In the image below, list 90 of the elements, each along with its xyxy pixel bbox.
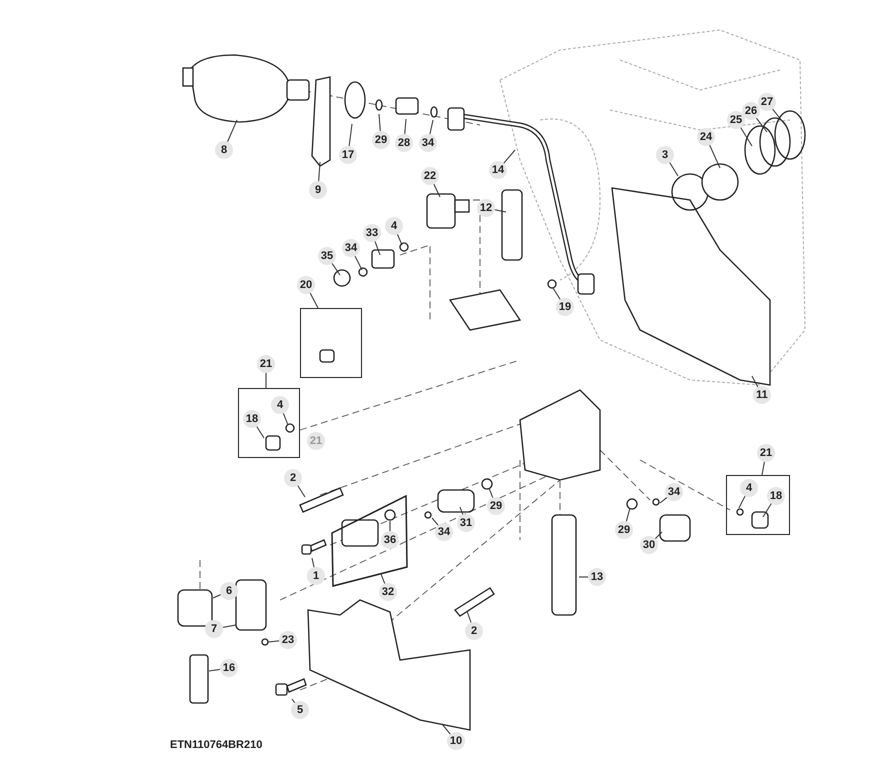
leader-line: [740, 127, 752, 146]
leader-line: [397, 234, 402, 246]
callout-number: 24: [697, 128, 715, 146]
callout-number: 28: [395, 134, 413, 152]
callout-number: 13: [588, 568, 606, 586]
leader-line: [208, 668, 221, 672]
leader-line: [460, 506, 464, 516]
leader-line: [442, 724, 451, 735]
callout-number: 17: [339, 146, 357, 164]
callout-number: 2: [465, 622, 483, 640]
leader-line: [318, 162, 320, 182]
callout-number: 29: [487, 497, 505, 515]
callout-number: 34: [435, 523, 453, 541]
callout-number: 21: [307, 432, 325, 450]
leader-line: [310, 292, 318, 308]
callout-number: 4: [740, 479, 758, 497]
leader-line: [626, 508, 630, 522]
leader-line: [466, 610, 472, 623]
callout-number: 4: [385, 217, 403, 235]
leader-line: [297, 485, 306, 498]
callout-number: 21: [757, 444, 775, 462]
leader-line: [654, 532, 662, 540]
callout-number: 36: [381, 531, 399, 549]
leader-line: [268, 640, 280, 642]
callout-number: 34: [665, 483, 683, 501]
callout-number: 5: [291, 701, 309, 719]
callout-number: 19: [556, 298, 574, 316]
callout-number: 22: [421, 167, 439, 185]
callout-number: 3: [656, 146, 674, 164]
leader-line: [503, 150, 516, 164]
callout-number: 11: [753, 386, 771, 404]
callout-number: 2: [284, 469, 302, 487]
leader-line: [738, 496, 746, 508]
leader-line: [227, 120, 238, 142]
leader-line: [256, 426, 264, 438]
leader-line: [432, 518, 439, 526]
callout-number: 25: [727, 111, 745, 129]
leader-line: [709, 144, 720, 168]
leader-line: [282, 412, 288, 426]
leader-line: [292, 698, 296, 704]
leader-line: [348, 124, 352, 147]
callout-number: 26: [742, 102, 760, 120]
leader-line: [404, 118, 406, 135]
callout-number: 12: [477, 199, 495, 217]
leader-line: [433, 184, 440, 198]
callout-number: 29: [615, 521, 633, 539]
callout-number: 8: [215, 141, 233, 159]
callout-number: 34: [419, 134, 437, 152]
leader-line: [494, 209, 506, 212]
leader-line: [752, 376, 758, 388]
leader-line: [312, 558, 315, 568]
callout-number: 33: [363, 224, 381, 242]
drawing-number: ETN110764BR210: [170, 739, 262, 751]
callout-number: 20: [297, 276, 315, 294]
leader-line: [762, 461, 765, 476]
leader-line: [669, 162, 678, 176]
leader-line: [762, 503, 772, 518]
callout-number: 10: [447, 732, 465, 750]
callout-number: 14: [489, 161, 507, 179]
callout-number: 18: [767, 487, 785, 505]
callout-number: 34: [342, 239, 360, 257]
callout-number: 16: [220, 659, 238, 677]
callout-number: 32: [379, 583, 397, 601]
leader-line: [756, 118, 768, 132]
leader-line: [332, 262, 340, 276]
callout-number: 23: [279, 631, 297, 649]
leader-line: [222, 624, 236, 628]
callout-number: 31: [457, 514, 475, 532]
leader-line: [488, 488, 494, 498]
callout-number: 30: [640, 536, 658, 554]
leader-line: [378, 114, 381, 132]
leader-line: [660, 497, 668, 504]
leader-line: [374, 240, 380, 256]
leader-line: [772, 108, 786, 126]
leader-line: [578, 576, 588, 578]
callout-number: 18: [243, 410, 261, 428]
callout-number: 9: [309, 181, 327, 199]
callout-number: 7: [205, 620, 223, 638]
callout-number: 4: [271, 396, 289, 414]
leader-line: [429, 120, 434, 135]
callout-number: 29: [372, 131, 390, 149]
leader-line: [354, 256, 362, 270]
callout-number: 1: [307, 567, 325, 585]
callout-number: 21: [257, 355, 275, 373]
leader-line: [380, 574, 386, 584]
callout-number: 35: [318, 247, 336, 265]
leader-line: [212, 594, 222, 598]
leader-line: [552, 288, 561, 300]
callout-number: 6: [220, 582, 238, 600]
callout-number: 27: [758, 93, 776, 111]
